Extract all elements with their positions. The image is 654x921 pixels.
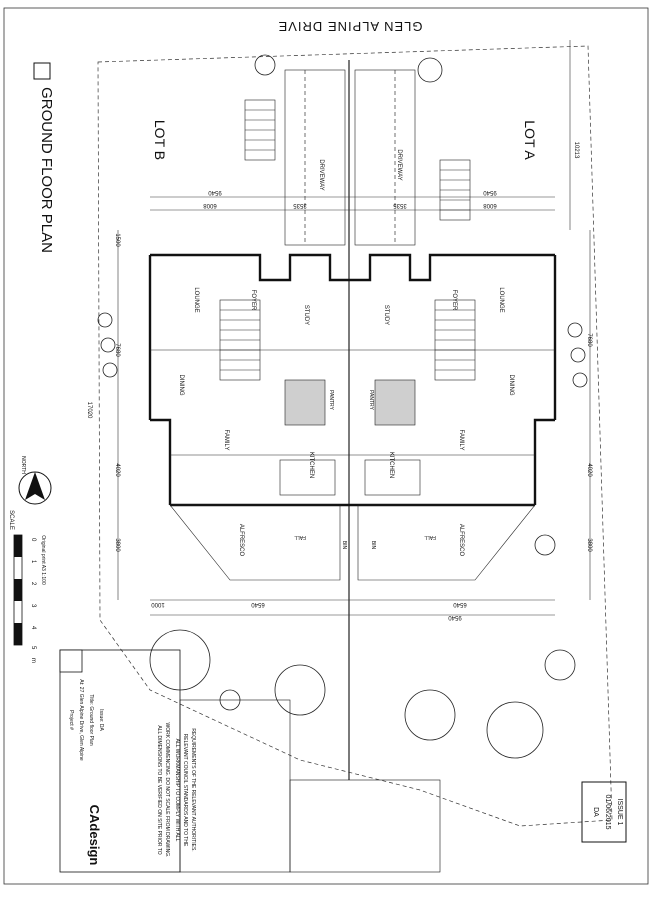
dim-depth-front: 1500 bbox=[114, 233, 120, 247]
dim-lot-width-a: 9540 bbox=[483, 189, 497, 195]
issue-date: 01/06/2015 bbox=[604, 794, 611, 829]
room-study-a: STUDY bbox=[383, 305, 389, 325]
room-family-a: FAMILY bbox=[458, 430, 464, 451]
lot-b-label: LOT B bbox=[152, 120, 168, 160]
title-block bbox=[59, 649, 441, 873]
note-line-3: ALL WORKMANSHIP TO COMPLY WITH ALL bbox=[174, 739, 180, 842]
room-study-b: STUDY bbox=[303, 305, 309, 325]
room-alfresco-b: ALFRESCO bbox=[238, 524, 244, 557]
dim-half-d: 6008 bbox=[483, 202, 497, 208]
project-sheet: Issue: DA bbox=[98, 709, 104, 731]
room-driveway-a: DRIVEWAY bbox=[396, 149, 402, 180]
note-line-4: RELEVANT COUNCIL STANDARDS AND TO THE bbox=[182, 734, 188, 847]
scale-tick-3: 3 bbox=[30, 604, 36, 608]
scale-label: SCALE bbox=[8, 510, 14, 530]
dim-depth-lounge-a: 7680 bbox=[586, 333, 592, 347]
note-line-5: REQUIREMENTS OF THE RELEVANT AUTHORITIES… bbox=[190, 728, 196, 851]
bin-label-b: BIN bbox=[341, 541, 347, 550]
room-family-b: FAMILY bbox=[223, 430, 229, 451]
issue-label: ISSUE 1 bbox=[616, 799, 623, 826]
room-dining-a: DINING bbox=[508, 375, 514, 396]
scale-tick-5: 5 bbox=[30, 646, 36, 650]
dim-lot-width-b: 9540 bbox=[208, 189, 222, 195]
room-dining-b: DINING bbox=[178, 375, 184, 396]
dimension-lines bbox=[117, 40, 591, 616]
project-label: Project # bbox=[68, 710, 74, 730]
bin-label-a: BIN bbox=[370, 541, 376, 550]
dim-rear-b: 9540 bbox=[448, 614, 462, 620]
fall-label-b: FALL bbox=[294, 534, 306, 540]
issue-box bbox=[581, 781, 627, 843]
dim-half-b: 3535 bbox=[293, 202, 307, 208]
north-arrow bbox=[18, 471, 52, 505]
dim-rear-a: 6540 bbox=[251, 601, 265, 607]
street-name: GLEN ALPINE DRIVE bbox=[278, 19, 423, 34]
front-steps bbox=[244, 99, 471, 221]
dim-rear-side: 1000 bbox=[151, 601, 165, 607]
room-pantry-b: PANTRY bbox=[328, 390, 334, 410]
project-address: At: 27 Glen Alpine Drive, Glen Alpine bbox=[78, 679, 84, 761]
room-alfresco-a: ALFRESCO bbox=[458, 524, 464, 557]
site-boundary bbox=[97, 45, 613, 827]
room-pantry-a: PANTRY bbox=[368, 390, 374, 410]
issue-stage: DA bbox=[592, 807, 599, 817]
scale-tick-0: 0 bbox=[30, 538, 36, 542]
dim-depth-rear-a: 3800 bbox=[586, 538, 592, 552]
room-foyer-b: FOYER bbox=[250, 290, 256, 311]
room-lounge-b: LOUNGE bbox=[193, 287, 199, 312]
dim-rear-mid: 6540 bbox=[453, 601, 467, 607]
dim-half-a: 6008 bbox=[203, 202, 217, 208]
dim-depth-family-a: 4020 bbox=[586, 463, 592, 477]
alfresco-areas bbox=[169, 504, 536, 581]
scale-bar bbox=[13, 534, 23, 646]
room-lounge-a: LOUNGE bbox=[498, 287, 504, 312]
landscape-trees bbox=[97, 54, 588, 759]
dim-half-c: 3535 bbox=[393, 202, 407, 208]
driveways bbox=[284, 69, 416, 246]
stair-lot-b bbox=[219, 299, 261, 381]
project-drawing: Title: Ground floor Plan bbox=[88, 694, 94, 745]
north-label: NORTH bbox=[20, 456, 26, 474]
drawing-title: GROUND FLOOR PLAN bbox=[38, 87, 55, 253]
room-kitchen-a: KITCHEN bbox=[388, 452, 394, 478]
building-walls bbox=[148, 253, 557, 507]
brand-logo: CAdesign bbox=[87, 805, 102, 866]
room-driveway-b: DRIVEWAY bbox=[318, 159, 324, 190]
scale-tick-1: 1 bbox=[30, 560, 36, 564]
title-checkbox bbox=[33, 62, 51, 80]
kitchen-benches bbox=[279, 379, 421, 496]
room-foyer-a: FOYER bbox=[451, 290, 457, 311]
scale-tick-4: 4 bbox=[30, 626, 36, 630]
dim-depth-family-b: 4020 bbox=[114, 463, 120, 477]
note-line-2: WORK COMMENCING. DO NOT SCALE FROM DRAWI… bbox=[164, 722, 170, 857]
dim-depth-lounge-b: 7680 bbox=[114, 343, 120, 357]
note-line-1: ALL DIMENSIONS TO BE VERIFIED ON SITE PR… bbox=[156, 725, 162, 854]
fall-label-a: FALL bbox=[424, 534, 436, 540]
dim-depth-total: 17020 bbox=[86, 402, 92, 419]
print-note: Original print A3 1:100 bbox=[40, 535, 46, 585]
sheet-border bbox=[3, 7, 649, 885]
dim-top-width: 10213 bbox=[573, 142, 579, 159]
dim-depth-rear-b: 3800 bbox=[114, 538, 120, 552]
lot-a-label: LOT A bbox=[522, 120, 538, 160]
scale-tick-unit: m bbox=[30, 658, 36, 663]
stair-lot-a bbox=[434, 299, 476, 381]
scale-tick-2: 2 bbox=[30, 582, 36, 586]
room-kitchen-b: KITCHEN bbox=[308, 452, 314, 478]
